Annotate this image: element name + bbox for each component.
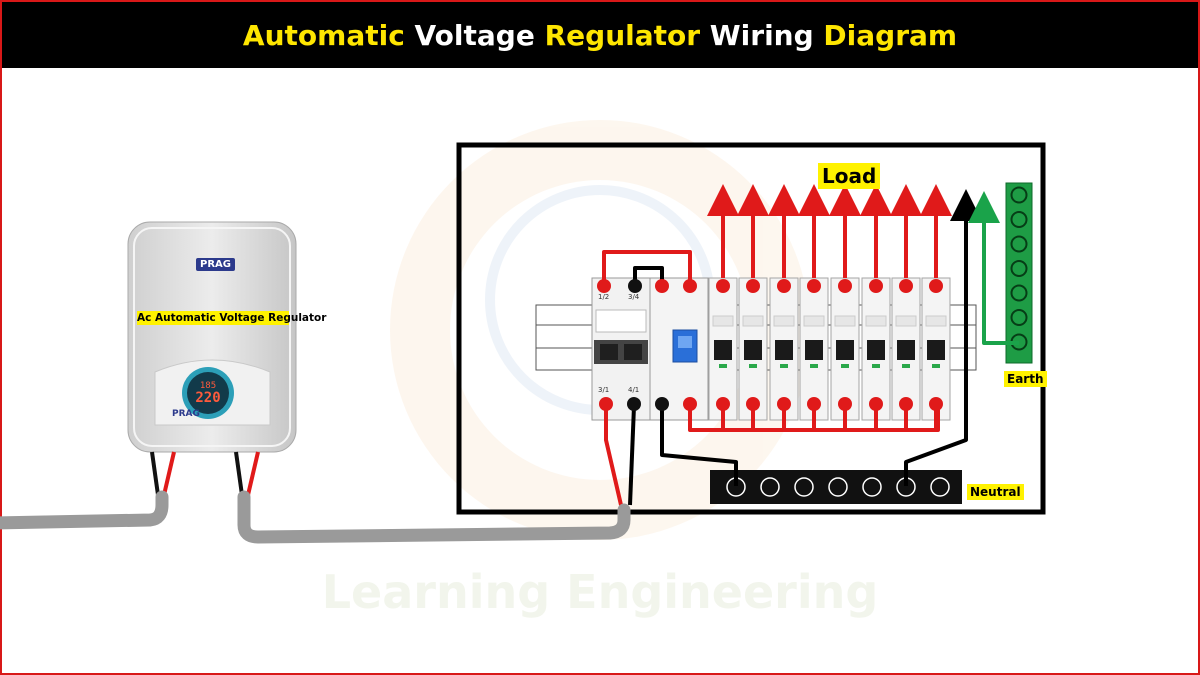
mcb-rating-plate	[895, 315, 917, 327]
neutral-terminal	[794, 477, 814, 497]
terminal-label: 1/2	[598, 293, 610, 301]
regulator-brand-small: PRAG	[172, 409, 200, 419]
earth-terminal	[1010, 284, 1028, 302]
earth-terminal	[1010, 309, 1028, 326]
mcb-top-terminal	[899, 279, 913, 293]
mcb-toggle	[744, 340, 762, 360]
mcb-toggle	[775, 340, 793, 360]
earth-terminal	[1010, 186, 1028, 204]
display-main-reading: 220	[195, 390, 220, 406]
mcb-toggle	[927, 340, 945, 360]
voltage-regulator	[127, 221, 297, 453]
main-breaker-terminals	[597, 279, 697, 411]
main-breaker	[591, 277, 709, 421]
mcb-top-terminal	[929, 279, 943, 293]
mcb-indicator	[719, 364, 727, 368]
regulator-brand-logo: PRAG	[196, 258, 235, 271]
regulator-label: Ac Automatic Voltage Regulator	[137, 311, 327, 325]
mcb-indicator	[749, 364, 757, 368]
mcb-top-terminal	[869, 279, 883, 293]
mcb-top-terminal	[838, 279, 852, 293]
earth-terminal	[1010, 211, 1028, 228]
mcb-indicator	[902, 364, 910, 368]
mcb-row	[708, 277, 951, 421]
neutral-terminals	[726, 477, 950, 497]
title-word: Automatic	[242, 18, 405, 52]
mcb-toggle	[714, 340, 732, 360]
mcb-indicator	[872, 364, 880, 368]
mcb-bottom-links	[721, 404, 938, 430]
title-bar: Automatic Voltage Regulator Wiring Diagr…	[2, 2, 1198, 68]
diagram-title: Automatic Voltage Regulator Wiring Diagr…	[243, 19, 957, 52]
mcb-indicator	[780, 364, 788, 368]
mcb-indicator	[810, 364, 818, 368]
load-wires	[707, 184, 952, 278]
earth-label: Earth	[1004, 371, 1047, 387]
terminal-label: 3/4	[628, 293, 640, 301]
mcb-top-terminal	[716, 279, 730, 293]
mcb-rating-plate	[712, 315, 734, 327]
distribution-panel	[456, 142, 1046, 515]
title-word: Diagram	[823, 18, 958, 52]
neutral-terminal	[828, 477, 848, 497]
terminal-label: 4/1	[628, 386, 640, 394]
earth-terminal	[1010, 260, 1028, 277]
mcb-rating-plate	[803, 315, 825, 327]
earth-wiring	[968, 191, 1019, 345]
earth-terminal	[1010, 235, 1028, 253]
watermark: Learning Engineering	[321, 565, 879, 619]
regulator-leads	[150, 451, 260, 496]
mcb-top-terminal	[777, 279, 791, 293]
mcb-rating-plate	[773, 315, 795, 327]
mcb-toggle	[897, 340, 915, 360]
title-word: Regulator	[544, 18, 701, 52]
input-cable	[0, 490, 169, 530]
mcb-indicator	[841, 364, 849, 368]
mcb-toggle	[867, 340, 885, 360]
mcb-rating-plate	[742, 315, 764, 327]
neutral-terminal	[760, 477, 780, 497]
load-label: Load	[818, 163, 881, 189]
mcb-indicator	[932, 364, 940, 368]
mcb-top-terminal	[746, 279, 760, 293]
title-word: Voltage	[414, 18, 535, 52]
neutral-terminal	[930, 477, 950, 497]
neutral-terminal	[862, 477, 882, 497]
neutral-label: Neutral	[967, 484, 1024, 500]
neutral-wiring	[628, 189, 982, 506]
output-cable	[237, 490, 631, 544]
terminal-label: 3/1	[598, 386, 610, 394]
mcb-rating-plate	[865, 315, 887, 327]
mcb-rating-plate	[925, 315, 947, 327]
title-word: Wiring	[709, 18, 814, 52]
mcb-toggle	[805, 340, 823, 360]
mcb-rating-plate	[834, 315, 856, 327]
mcb-top-terminal	[807, 279, 821, 293]
mcb-toggle	[836, 340, 854, 360]
display-top-reading: 185	[200, 381, 216, 391]
